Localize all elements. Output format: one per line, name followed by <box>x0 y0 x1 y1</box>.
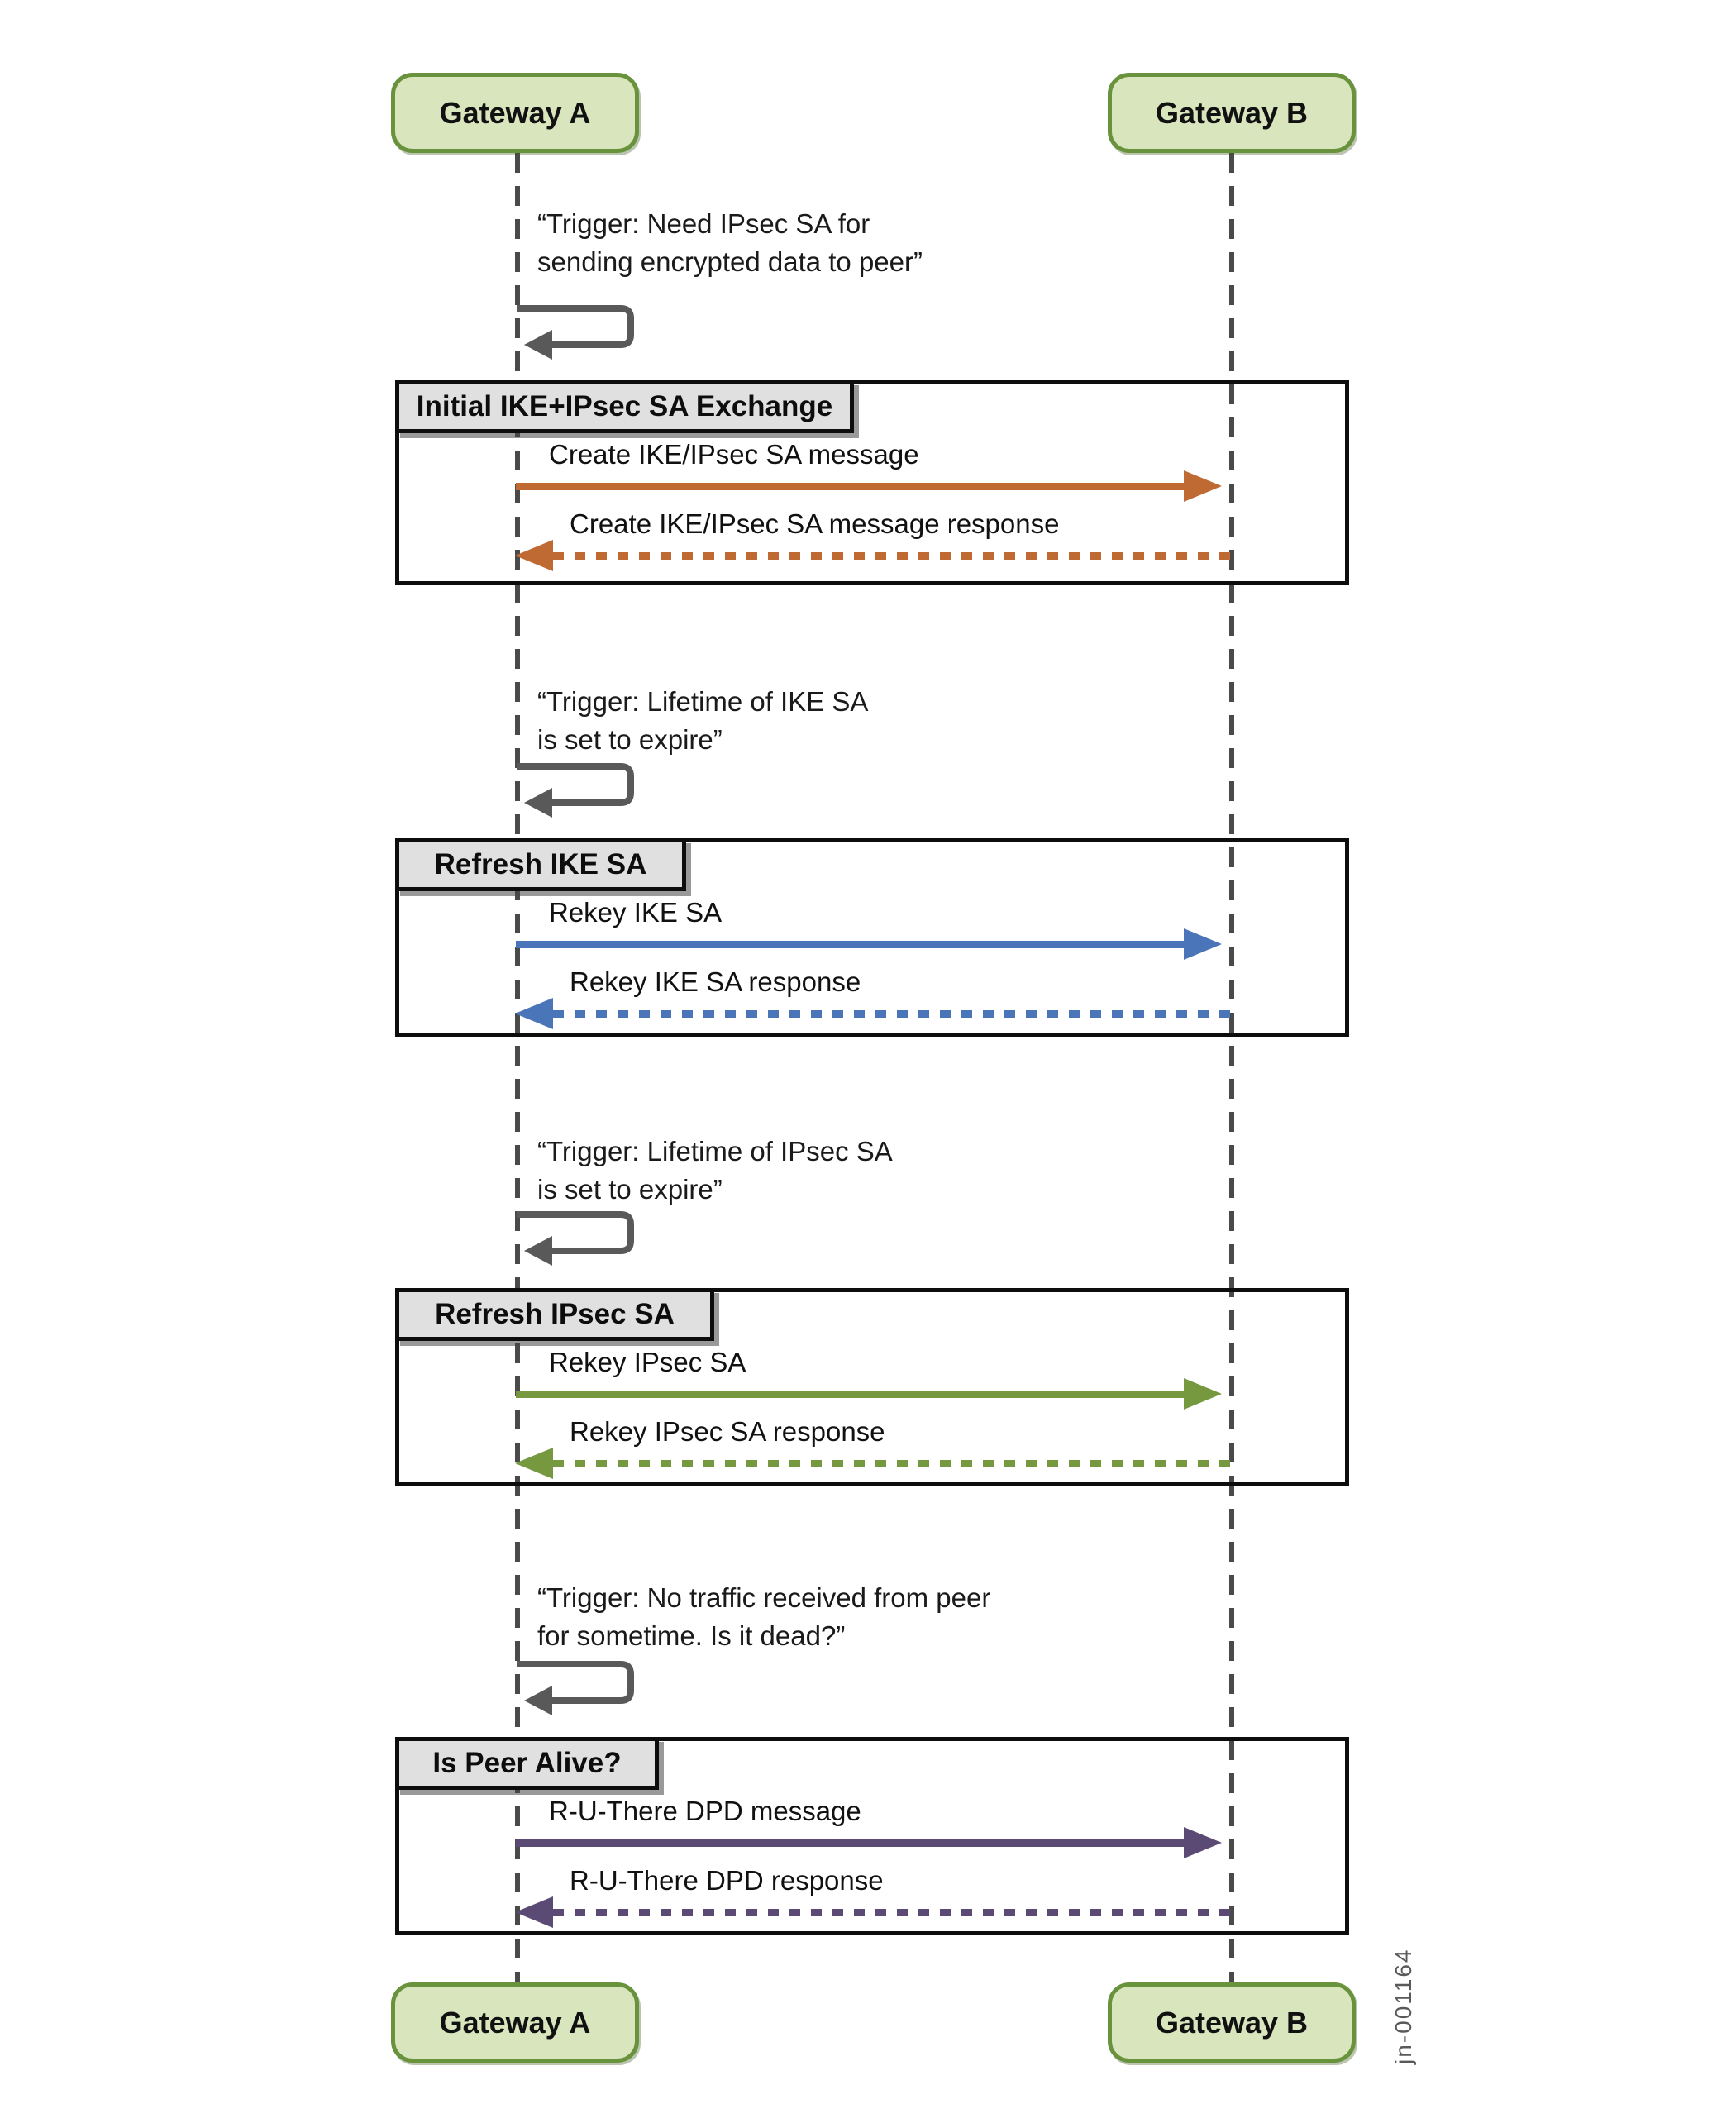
trigger-line: “Trigger: Lifetime of IKE SA <box>537 686 869 717</box>
actor-gateway-b-top: Gateway B <box>1108 73 1356 153</box>
message-label: Create IKE/IPsec SA message <box>549 439 919 470</box>
trigger-note-2: “Trigger: Lifetime of IKE SA is set to e… <box>537 683 868 759</box>
actor-gateway-b-bottom: Gateway B <box>1108 1982 1356 2063</box>
fragment-is-peer-alive: Is Peer Alive? R-U-There DPD message R-U… <box>395 1737 1349 1935</box>
arrow-line-dotted <box>553 552 1230 560</box>
arrow-line <box>516 1391 1185 1398</box>
trigger-note-1: “Trigger: Need IPsec SA for sending encr… <box>537 205 923 281</box>
arrowhead-right-icon <box>1184 1378 1222 1410</box>
fragment-label: Initial IKE+IPsec SA Exchange <box>395 380 854 433</box>
fragment-label: Refresh IPsec SA <box>395 1288 714 1341</box>
arrow-line <box>516 1839 1185 1847</box>
fragment-label-text: Initial IKE+IPsec SA Exchange <box>416 390 833 422</box>
fragment-initial-exchange: Initial IKE+IPsec SA Exchange Create IKE… <box>395 380 1349 585</box>
message-label: Rekey IKE SA <box>549 897 723 928</box>
arrowhead-right-icon <box>1184 470 1222 502</box>
actor-gateway-a-bottom: Gateway A <box>391 1982 639 2063</box>
actor-label: Gateway A <box>439 2005 591 2040</box>
self-loop-arrow-2 <box>517 763 634 818</box>
trigger-line: for sometime. Is it dead?” <box>537 1620 846 1651</box>
arrow-line <box>516 941 1185 948</box>
fragment-refresh-ike-sa: Refresh IKE SA Rekey IKE SA Rekey IKE SA… <box>395 838 1349 1037</box>
lifeline-gateway-b <box>1229 153 1234 1982</box>
actor-gateway-a-top: Gateway A <box>391 73 639 153</box>
message-label: R-U-There DPD message <box>549 1796 861 1826</box>
arrowhead-left-icon <box>515 998 553 1029</box>
arrowhead-left-icon <box>515 1896 553 1928</box>
fragment-label: Is Peer Alive? <box>395 1737 659 1790</box>
actor-label: Gateway B <box>1155 2005 1309 2040</box>
trigger-line: “Trigger: No traffic received from peer <box>537 1582 991 1613</box>
trigger-line: sending encrypted data to peer” <box>537 246 923 277</box>
trigger-note-4: “Trigger: No traffic received from peer … <box>537 1579 990 1655</box>
actor-label: Gateway B <box>1155 95 1309 130</box>
arrow-line-dotted <box>553 1909 1230 1916</box>
trigger-line: is set to expire” <box>537 1174 723 1205</box>
trigger-line: “Trigger: Lifetime of IPsec SA <box>537 1136 893 1166</box>
self-loop-arrow-3 <box>517 1211 634 1266</box>
figure-id-watermark: jn-001164 <box>1390 1948 1416 2064</box>
trigger-note-3: “Trigger: Lifetime of IPsec SA is set to… <box>537 1133 893 1209</box>
self-loop-arrow-4 <box>517 1661 634 1715</box>
message-label: Rekey IKE SA response <box>570 966 861 997</box>
self-loop-arrow-1 <box>517 305 634 360</box>
arrow-line-dotted <box>553 1460 1230 1467</box>
message-label: Rekey IPsec SA <box>549 1347 746 1377</box>
arrowhead-left-icon <box>515 1448 553 1479</box>
arrowhead-right-icon <box>1184 928 1222 960</box>
arrow-line <box>516 483 1185 490</box>
lifeline-gateway-a <box>515 153 520 1982</box>
fragment-label-text: Refresh IKE SA <box>434 848 647 880</box>
trigger-line: “Trigger: Need IPsec SA for <box>537 208 870 239</box>
message-label: Rekey IPsec SA response <box>570 1416 885 1447</box>
actor-label: Gateway A <box>439 95 591 130</box>
message-label: R-U-There DPD response <box>570 1865 884 1896</box>
fragment-label-text: Refresh IPsec SA <box>435 1298 675 1330</box>
fragment-label-text: Is Peer Alive? <box>432 1747 622 1779</box>
fragment-label: Refresh IKE SA <box>395 838 686 891</box>
fragment-refresh-ipsec-sa: Refresh IPsec SA Rekey IPsec SA Rekey IP… <box>395 1288 1349 1486</box>
arrowhead-left-icon <box>515 540 553 571</box>
arrowhead-right-icon <box>1184 1827 1222 1858</box>
trigger-line: is set to expire” <box>537 724 723 755</box>
arrow-line-dotted <box>553 1010 1230 1018</box>
message-label: Create IKE/IPsec SA message response <box>570 508 1060 539</box>
